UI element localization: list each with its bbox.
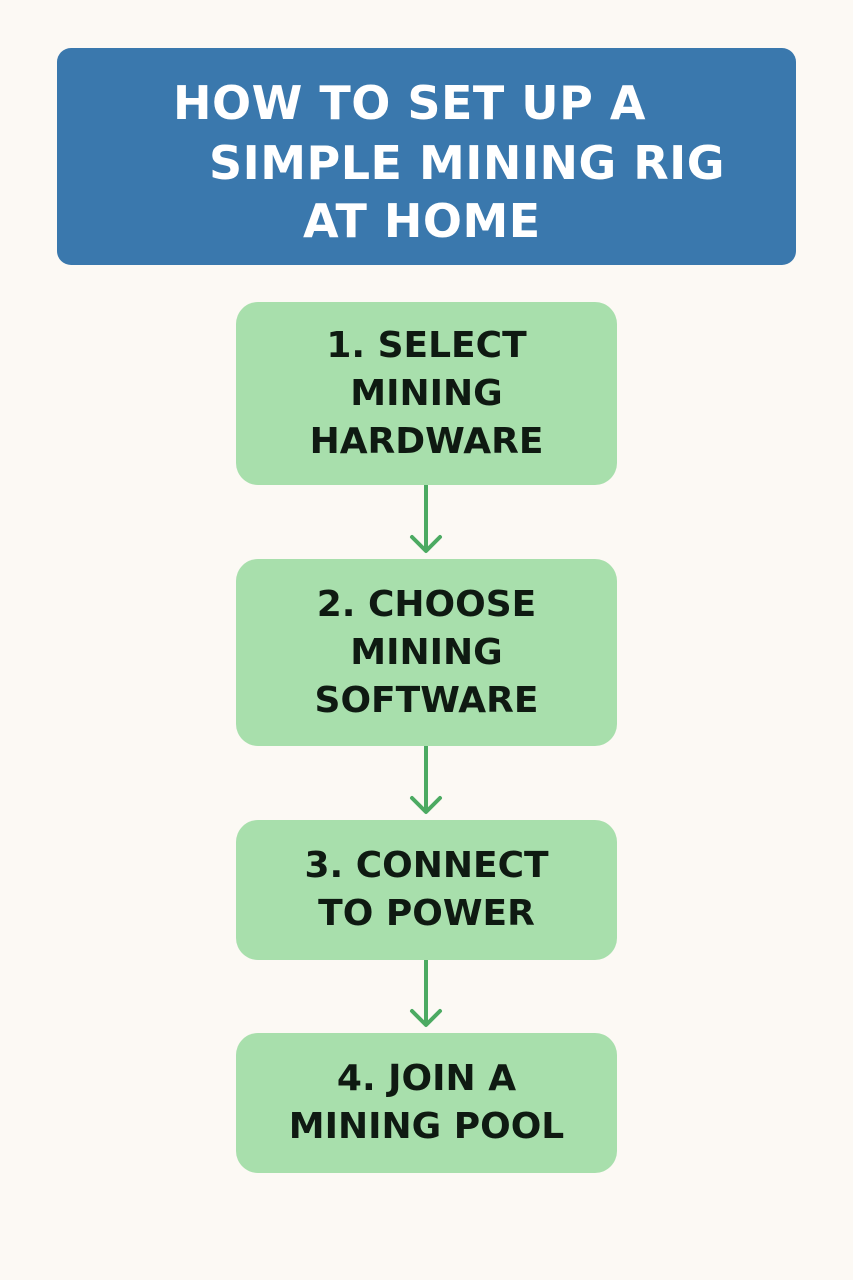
step-1-box: 1. SELECT MINING HARDWARE (236, 302, 617, 485)
step-3-line-1: 3. CONNECT (304, 845, 549, 886)
arrow-down-icon (410, 485, 442, 553)
step-4-line-2: MINING POOL (288, 1106, 565, 1147)
step-2-box: 2. CHOOSE MINING SOFTWARE (236, 559, 617, 746)
title-banner: HOW TO SET UP A SIMPLE MINING RIG AT HOM… (57, 48, 796, 265)
step-2-line-2: MINING (350, 631, 503, 673)
step-4-box: 4. JOIN A MINING POOL (236, 1033, 617, 1173)
step-3-line-2: TO POWER (318, 893, 535, 934)
title-line-1: HOW TO SET UP A (173, 76, 646, 130)
title-line-3: AT HOME (303, 194, 541, 248)
step-1-line-3: HARDWARE (309, 420, 544, 462)
title-line-2: SIMPLE MINING RIG (209, 136, 726, 190)
step-2-line-3: SOFTWARE (314, 679, 539, 721)
step-1-line-2: MINING (350, 372, 503, 414)
step-4-line-1: 4. JOIN A (336, 1058, 517, 1099)
step-1-line-1: 1. SELECT (326, 324, 527, 366)
step-2-line-1: 2. CHOOSE (316, 583, 537, 625)
arrow-down-icon (410, 746, 442, 814)
arrow-down-icon (410, 960, 442, 1027)
step-3-box: 3. CONNECT TO POWER (236, 820, 617, 960)
